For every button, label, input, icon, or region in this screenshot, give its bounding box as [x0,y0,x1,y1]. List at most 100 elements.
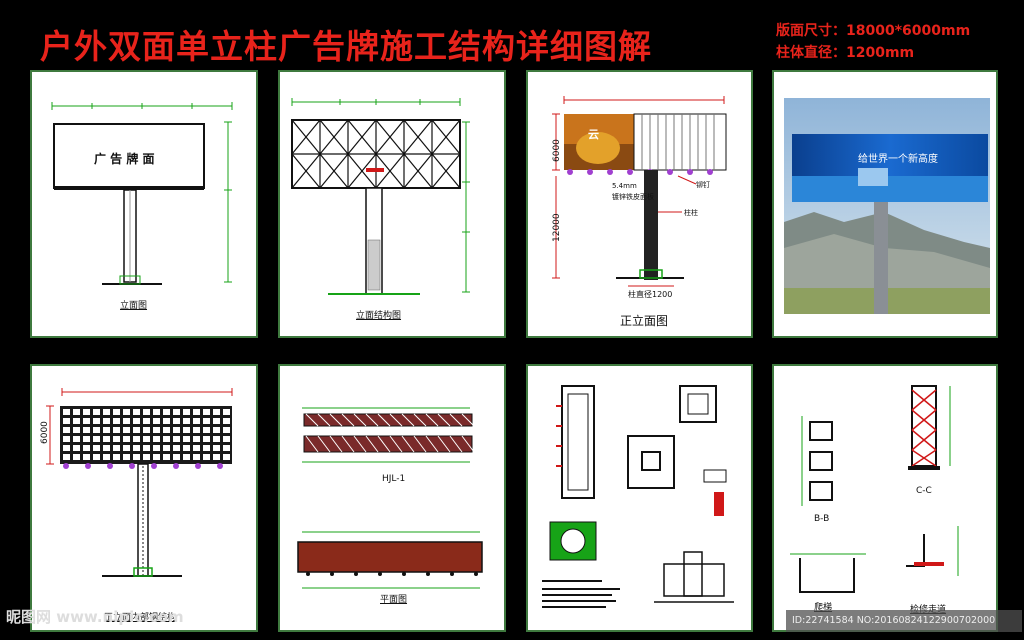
truss-member [377,435,391,453]
frame-cell [213,427,220,433]
frame-cell [83,409,90,415]
truss-member [317,435,331,453]
frame-cell [213,445,220,451]
frame-cell [163,427,170,433]
frame-cell [93,418,100,424]
truss-member [425,435,439,453]
spec-column-diameter: 柱体直径：1200mm [776,45,915,61]
truss-member [305,413,319,427]
truss-member [449,413,463,427]
frame-cell [63,454,70,460]
truss-member [437,435,451,453]
page-title: 户外双面单立柱广告牌施工结构详细图解 [40,27,652,66]
frame-cell [143,418,150,424]
frame-cell [133,445,140,451]
truss-member [461,413,475,427]
truss-member [329,413,343,427]
frame-cell [173,409,180,415]
frame-cell [63,445,70,451]
front-elevation-drawing [552,96,727,287]
panel-front-elevation: 6000 12000 云 5.4mm 镀锌铁皮面板 铆钉 柱柱 柱直径1200 … [526,70,753,338]
frame-cell [173,454,180,460]
frame-cell [183,436,190,442]
elevation-drawing [51,102,233,285]
frame-cell [123,445,130,451]
frame-cell [173,418,180,424]
frame-cell [143,427,150,433]
frame-cell [193,427,200,433]
panel-caption: 立面图 [120,301,148,311]
frame-cell [193,418,200,424]
panel-details [526,364,753,632]
frame-cell [133,427,140,433]
frame-cell [223,418,230,424]
truss-label: HJL-1 [382,474,406,484]
frame-cell [193,454,200,460]
frame-cell [123,427,130,433]
frame-cell [123,418,130,424]
frame-cell [193,409,200,415]
ladder-label: 爬梯 [814,603,833,613]
truss-member [353,413,367,427]
board-image-text: 云 [588,128,599,141]
truss-member [461,435,475,453]
truss-member [413,413,427,427]
panel-elevation: 广 告 牌 面 立面图 [30,70,258,338]
billboard-photo [784,98,990,314]
frame-cell [183,445,190,451]
site-watermark: 昵图网 www.nipic.com [6,608,184,626]
frame-cell [113,409,120,415]
frame-cell [73,436,80,442]
frame-cell [183,418,190,424]
frame-cell [133,418,140,424]
frame-cell [113,454,120,460]
frame-cell [213,409,220,415]
panel-structure-elevation: 立面结构图 [278,70,506,338]
frame-cell [203,427,210,433]
panel-inner-steel: 6000 正立面内部钢结构 [30,364,258,632]
truss-member [365,413,379,427]
truss-member [317,413,331,427]
frame-cell [133,454,140,460]
truss-drawing [297,407,483,589]
frame-cell [203,445,210,451]
frame-cell [203,454,210,460]
truss-member [437,413,451,427]
frame-cell [83,445,90,451]
spec-board-size: 版面尺寸：18000*6000mm [776,23,971,39]
truss-member [329,435,343,453]
frame-cell [73,445,80,451]
truss-member [413,435,427,453]
frame-cell [153,427,160,433]
dim-column-height: 12000 [552,213,562,242]
section-cc-label: C-C [916,486,932,496]
truss-member [401,413,415,427]
details-drawing [542,385,734,608]
frame-cell [143,445,150,451]
frame-cell [93,445,100,451]
panel-photo: 给世界一个新高度 [772,70,998,338]
frame-cell [213,418,220,424]
frame-cell [223,436,230,442]
truss-member [353,435,367,453]
frame-cell [63,427,70,433]
frame-cell [193,436,200,442]
frame-cell [153,445,160,451]
truss-member [305,435,319,453]
frame-cell [223,445,230,451]
frame-cell [83,418,90,424]
section-bb-label: B-B [814,514,830,524]
truss-member [341,435,355,453]
frame-cell [113,418,120,424]
frame-cell [103,445,110,451]
frame-cell [163,445,170,451]
frame-cell [193,445,200,451]
frame-cell [63,409,70,415]
frame-cell [183,409,190,415]
panel-caption: 平面图 [380,595,408,605]
frame-cell [103,436,110,442]
panel-caption: 正立面图 [620,314,669,328]
dim-board-height: 6000 [552,139,562,162]
truss-member [389,413,403,427]
frame-cell [103,409,110,415]
